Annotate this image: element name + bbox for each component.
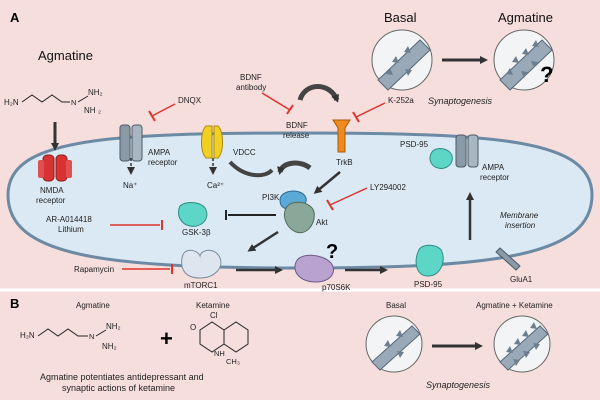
na-ion-label: Na⁺: [123, 181, 137, 190]
panel-b-ketamine-label: Ketamine: [196, 301, 230, 310]
psd95-bottom-shape: [415, 244, 444, 277]
vdcc-channel-shape: [201, 125, 223, 175]
agmatine-n: N: [71, 98, 76, 107]
panel-b-caption-2: synaptic actions of ketamine: [62, 383, 175, 393]
glua1-label: GluA1: [510, 275, 533, 284]
dnqx-inhibit-line: [151, 103, 176, 117]
bdnf-curved-arrow: [297, 84, 340, 103]
agmatine-nh2b: ₂: [98, 106, 101, 115]
akt-label: Akt: [316, 218, 328, 227]
agmatine-title: Agmatine: [38, 48, 93, 63]
agmatine-title-right: Agmatine: [498, 10, 553, 25]
agmatine-nh2: NH₂: [88, 88, 103, 97]
panel-b-agmatine-label: Agmatine: [76, 301, 110, 310]
ar-a014418-label: AR-A014418: [46, 215, 92, 224]
psd95-top-shape: [429, 148, 453, 169]
panel-b-ketamine-structure: O Cl NH CH₃: [190, 311, 249, 366]
pi3k-label: PI3K: [262, 193, 280, 202]
k252a-inhibit-line: [355, 102, 386, 118]
bdnf-antibody-label-2: antibody: [236, 83, 266, 92]
ly294002-inhibit-line: [329, 187, 368, 206]
mtorc1-label: mTORC1: [184, 281, 218, 290]
agmatine-nh: NH: [84, 106, 96, 115]
panel-b-letter: B: [10, 296, 19, 311]
panel-b-agm-nh2a: NH₂: [106, 322, 121, 331]
synapse-agmatine-illustration: [493, 29, 555, 91]
p70s6k-label: p70S6K: [322, 283, 351, 292]
ca-ion-label: Ca²⁺: [207, 181, 224, 190]
nmda-receptor-shape: [38, 154, 72, 182]
arrow-trkb-to-pi3k: [313, 171, 341, 194]
panel-a-letter: A: [10, 10, 20, 25]
synapse-basal-illustration: [371, 29, 433, 91]
panel-b-agmatine-structure: H₂N N NH₂ NH₂: [20, 322, 121, 351]
panel-b-ket-ch3: CH₃: [226, 357, 240, 366]
arrow-akt-to-mtorc1: [247, 230, 279, 252]
ampa-receptor-right-label-2: receptor: [480, 173, 510, 182]
psd95-bottom-label: PSD-95: [414, 280, 443, 289]
synaptogenesis-label-a: Synaptogenesis: [428, 96, 493, 106]
bdnf-antibody-inhibit-bar: [286, 104, 294, 115]
nmda-receptor-label-1: NMDA: [40, 186, 64, 195]
panel-b-basal-label: Basal: [386, 301, 406, 310]
bdnf-antibody-inhibit-line: [261, 92, 291, 111]
basal-title: Basal: [384, 10, 417, 25]
ampa-receptor-left-label-2: receptor: [148, 158, 178, 167]
dnqx-inhibit-bar: [148, 110, 156, 122]
lithium-label: Lithium: [58, 225, 84, 234]
agmatine-question-mark: ?: [540, 62, 553, 87]
ampa-receptor-right-shape: [455, 134, 479, 168]
trkb-receptor-shape: [332, 119, 351, 153]
p70s6k-question-mark: ?: [326, 241, 338, 263]
ly294002-label: LY294002: [370, 183, 406, 192]
mtorc1-shape: [181, 249, 222, 279]
akt-shape: [283, 201, 315, 234]
bdnf-antibody-label-1: BDNF: [240, 73, 262, 82]
vdcc-label: VDCC: [233, 148, 256, 157]
panel-b-ket-nh: NH: [214, 349, 225, 358]
panel-b-ket-cl: Cl: [210, 311, 218, 320]
membrane-insertion-label-2: insertion: [505, 221, 536, 230]
panel-b-agm-h2n: H₂N: [20, 331, 35, 340]
nmda-receptor-label-2: receptor: [36, 196, 66, 205]
k252a-inhibit-bar: [352, 111, 360, 123]
trkb-label: TrkB: [336, 158, 353, 167]
k252a-label: K-252a: [388, 96, 414, 105]
psd95-top-label: PSD-95: [400, 140, 429, 149]
panel-b-synapse-basal: [365, 315, 423, 373]
dnqx-label: DNQX: [178, 96, 202, 105]
ampa-receptor-left-label-1: AMPA: [148, 148, 171, 157]
gsk3b-shape: [177, 202, 208, 227]
gsk3b-label: GSK-3β: [182, 228, 211, 237]
panel-b-agm-n: N: [89, 332, 94, 341]
panel-b-plus-sign: +: [160, 326, 173, 351]
membrane-insertion-label-1: Membrane: [500, 211, 539, 220]
panel-b-synapse-combo: [493, 315, 551, 373]
curved-arrow-vdcc-trkb: [277, 160, 312, 175]
panel-b-combo-label: Agmatine + Ketamine: [476, 301, 553, 310]
rapamycin-label: Rapamycin: [74, 265, 114, 274]
bdnf-release-label-1: BDNF: [286, 121, 308, 130]
agmatine-structure: H₂N N NH₂ NH ₂: [4, 88, 103, 115]
synaptogenesis-label-b: Synaptogenesis: [426, 380, 491, 390]
bdnf-release-label-2: release: [283, 131, 310, 140]
agmatine-h2n: H₂N: [4, 98, 19, 107]
panel-b-ket-o: O: [190, 323, 196, 332]
glua1-shape: [495, 247, 521, 271]
panel-b-agm-nh2b: NH₂: [102, 342, 117, 351]
ly294002-inhibit-bar: [326, 199, 334, 211]
curved-arrow-tail: [228, 160, 274, 178]
ampa-receptor-right-label-1: AMPA: [482, 163, 505, 172]
panel-b-caption-1: Agmatine potentiates antidepressant and: [40, 372, 204, 382]
p70s6k-shape: [294, 254, 334, 283]
ampa-receptor-left-shape: [119, 124, 143, 175]
